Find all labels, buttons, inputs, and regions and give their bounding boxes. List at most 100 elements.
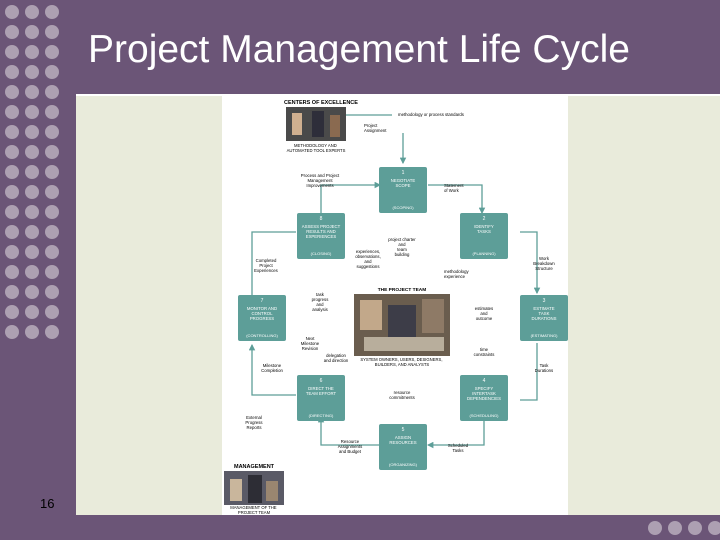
decor-dot bbox=[25, 85, 39, 99]
phase-title-line: DIRECT THE bbox=[308, 386, 334, 391]
flow-label-line: and bbox=[480, 311, 488, 316]
flow-label-line: Resource bbox=[341, 439, 360, 444]
phase-title-line: ESTIMATE bbox=[533, 306, 554, 311]
decor-dot bbox=[25, 125, 39, 139]
flow-label-line: methodology bbox=[444, 269, 469, 274]
phase-box-fill bbox=[297, 375, 345, 421]
label-methodology: methodology or process standards bbox=[398, 112, 464, 117]
decor-dot bbox=[5, 245, 19, 259]
phase-title-line: EXPERIENCES bbox=[306, 234, 337, 239]
flow-label-line: analysis bbox=[312, 307, 328, 312]
decor-dot bbox=[45, 5, 59, 19]
flow-label-line: and bbox=[316, 302, 324, 307]
phase-number: 4 bbox=[483, 378, 486, 384]
phase-title-line: RESULTS AND bbox=[306, 229, 336, 234]
decor-dot bbox=[25, 25, 39, 39]
flow-label-line: Milestone bbox=[301, 341, 320, 346]
phase-tag: (CONTROLLING) bbox=[246, 333, 278, 338]
phase-box-fill bbox=[460, 375, 508, 421]
flow-label-line: Work bbox=[539, 256, 550, 261]
phase-box-fill bbox=[238, 295, 286, 341]
flow-label-line: building bbox=[395, 252, 410, 257]
decor-dot bbox=[25, 305, 39, 319]
flow-label-line: experiences, bbox=[356, 249, 380, 254]
phase-tag: (ORGANIZING) bbox=[389, 462, 418, 467]
connector-8-1 bbox=[320, 181, 382, 215]
flow-label-line: Scheduled bbox=[448, 443, 469, 448]
caption-line: PROJECT TEAM bbox=[238, 510, 271, 515]
decor-dot bbox=[5, 185, 19, 199]
decor-dot bbox=[25, 5, 39, 19]
page-number: 16 bbox=[40, 496, 55, 511]
flow-label-line: suggestions bbox=[357, 264, 380, 269]
phase-box-fill bbox=[379, 424, 427, 470]
cycle-connectors bbox=[248, 114, 541, 449]
flow-label-line: resource bbox=[394, 390, 411, 395]
decor-dot bbox=[5, 45, 19, 59]
phase-title-line: ASSIGN bbox=[395, 435, 411, 440]
flow-label-line: Breakdown bbox=[533, 261, 555, 266]
decor-dot bbox=[25, 265, 39, 279]
phase-tag: (ESTIMATING) bbox=[531, 333, 558, 338]
dot-pattern-left bbox=[5, 5, 59, 339]
caption-line: BUILDERS, AND ANALYSTS bbox=[375, 362, 430, 367]
decor-dot bbox=[708, 521, 720, 535]
decor-dot bbox=[25, 165, 39, 179]
caption-line: MANAGEMENT OF THE bbox=[230, 505, 277, 510]
flow-label-line: constraints bbox=[474, 352, 495, 357]
decor-dot bbox=[5, 145, 19, 159]
decor-dot bbox=[648, 521, 662, 535]
decor-dot bbox=[25, 45, 39, 59]
decor-dot bbox=[45, 45, 59, 59]
flow-label-line: Task bbox=[540, 363, 550, 368]
flow-label-line: Durations bbox=[535, 368, 553, 373]
flow-label-line: delegation bbox=[326, 353, 346, 358]
decor-dot bbox=[5, 325, 19, 339]
phase-title-line: DEPENDENCIES bbox=[467, 396, 501, 401]
decor-dot bbox=[25, 145, 39, 159]
decor-dot bbox=[45, 265, 59, 279]
connector-1-2 bbox=[428, 184, 486, 215]
phase-title-line: INTERTASK bbox=[472, 391, 496, 396]
flow-label-line: and direction bbox=[324, 358, 349, 363]
decor-dot bbox=[688, 521, 702, 535]
phase-title-line: DURATIONS bbox=[532, 316, 557, 321]
flow-label-line: experience bbox=[444, 274, 466, 279]
centers-of-excellence-caption: METHODOLOGY AND AUTOMATED TOOL EXPERTS bbox=[287, 143, 346, 153]
flow-label-line: Progress bbox=[245, 420, 262, 425]
phase-title-line: TEAM EFFORT bbox=[306, 391, 337, 396]
decor-dot bbox=[45, 165, 59, 179]
flow-label-line: Milestone bbox=[263, 363, 282, 368]
decor-dot bbox=[5, 165, 19, 179]
connector-3-4 bbox=[520, 343, 538, 401]
phase-number: 3 bbox=[543, 298, 546, 304]
phase-number: 1 bbox=[402, 170, 405, 176]
connector-7-8 bbox=[251, 231, 296, 295]
management-caption: MANAGEMENT OF THE PROJECT TEAM bbox=[230, 505, 278, 515]
flow-label-line: Completion bbox=[261, 368, 283, 373]
decor-dot bbox=[45, 145, 59, 159]
phase-tag: (DIRECTING) bbox=[309, 413, 334, 418]
phase-title-line: SPECIFY bbox=[475, 386, 494, 391]
phase-title-line: TASKS bbox=[477, 229, 491, 234]
